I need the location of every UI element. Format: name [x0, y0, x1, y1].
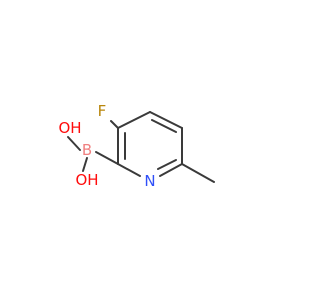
atom-hydroxyl-top: OH: [58, 119, 81, 137]
bond-c2-b: [95, 151, 119, 165]
bond-n-c2: [117, 163, 141, 177]
bond-c6-methyl: [181, 163, 215, 183]
bond-c4-c5-inner: [151, 119, 177, 133]
bond-group: [67, 111, 215, 183]
atom-label-group: F N B OH OH: [58, 102, 155, 190]
bond-c3-c4: [117, 111, 151, 129]
bond-b-oh-bottom: [82, 157, 88, 172]
bond-c3-f: [110, 120, 119, 129]
atom-fluorine: F: [98, 102, 107, 120]
atom-hydroxyl-bottom: OH: [75, 171, 98, 189]
bond-c6-n: [159, 163, 183, 177]
bond-c6-n-inner: [157, 159, 177, 170]
structure-diagram: F N B OH OH: [58, 102, 215, 190]
bond-b-oh-top: [67, 136, 81, 151]
bond-c4-c5: [149, 111, 183, 129]
atom-nitrogen: N: [144, 172, 155, 190]
atom-boron: B: [82, 141, 92, 159]
